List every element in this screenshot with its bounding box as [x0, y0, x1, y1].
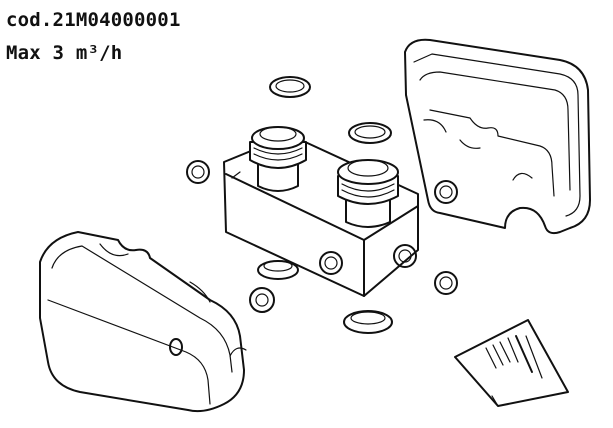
max-flow-rate: Max 3 m³/h — [6, 42, 123, 64]
insulation-shell-bottom — [39, 231, 247, 413]
threaded-union-right — [337, 159, 399, 228]
screw-plug-4 — [249, 287, 275, 313]
lower-nozzle-left — [257, 260, 299, 280]
lower-nozzle-right — [343, 310, 393, 334]
gasket-ring-left — [269, 76, 311, 98]
instruction-sheet — [454, 319, 569, 407]
threaded-union-left — [249, 126, 307, 192]
screw-plug-3 — [434, 271, 458, 295]
screw-plug-2 — [434, 180, 458, 204]
product-code: cod.21M04000001 — [6, 9, 181, 31]
gasket-ring-right — [348, 122, 392, 144]
insulation-shell-top — [404, 38, 591, 235]
screw-plug-1 — [186, 160, 210, 184]
